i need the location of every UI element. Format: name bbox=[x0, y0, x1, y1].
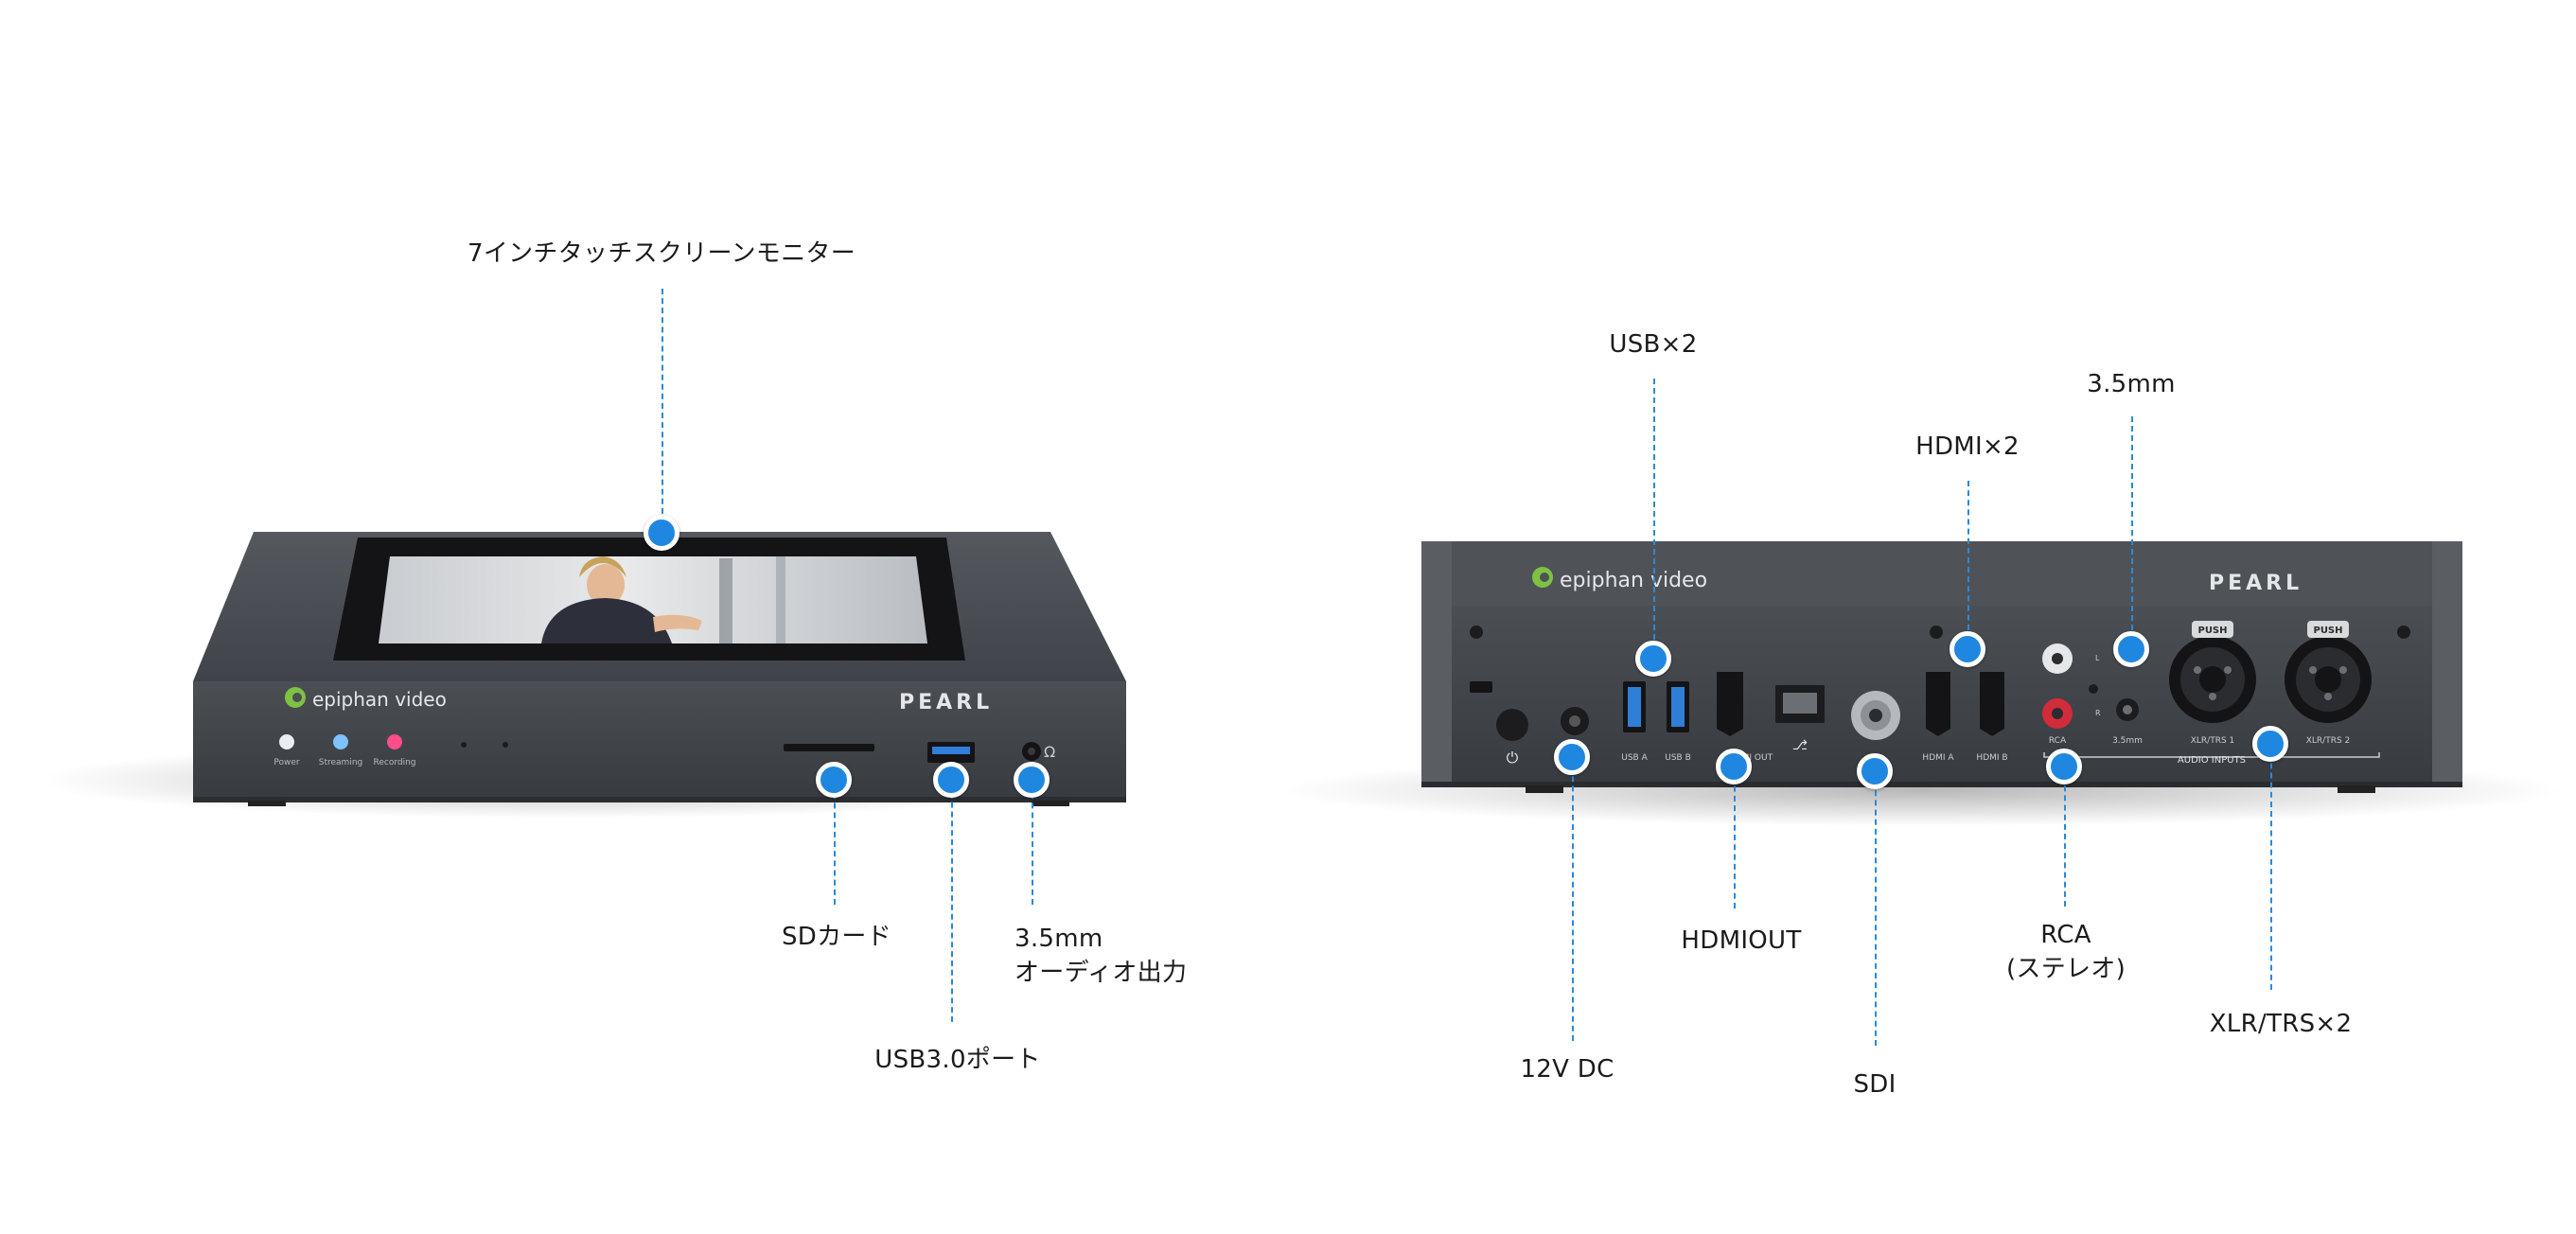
callout-dot-sdi[interactable] bbox=[1857, 753, 1893, 789]
network-icon: ⎇ bbox=[1792, 738, 1808, 753]
label-sdi: SDI bbox=[1853, 1070, 1897, 1099]
led-label-recording: Recording bbox=[373, 758, 415, 767]
callout-dot-sd-card[interactable] bbox=[816, 762, 852, 798]
hdmi-out-port bbox=[1717, 672, 1743, 736]
leader-dc bbox=[1572, 757, 1574, 1041]
led-label-streaming: Streaming bbox=[319, 758, 362, 767]
label-mm35: 3.5mm bbox=[2087, 370, 2176, 398]
usb-b-label: USB B bbox=[1665, 753, 1691, 763]
rca-label: RCA bbox=[2049, 736, 2067, 746]
label-xlr: XLR/TRS×2 bbox=[2209, 1010, 2353, 1038]
push-label-2: PUSH bbox=[2313, 626, 2342, 636]
callout-dot-hdmi[interactable] bbox=[1950, 631, 1985, 667]
label-hdmi: HDMI×2 bbox=[1915, 432, 2020, 461]
callout-dot-touchscreen[interactable] bbox=[644, 515, 679, 551]
label-rca: RCA (ステレオ) bbox=[2005, 921, 2126, 983]
callout-dot-audio-out[interactable] bbox=[1014, 762, 1050, 798]
label-sd-card: SDカード bbox=[781, 923, 892, 951]
touchscreen-monitor bbox=[333, 538, 965, 661]
label-audio-out: 3.5mm オーディオ出力 bbox=[1015, 925, 1188, 987]
hdmi-a-label: HDMI A bbox=[1922, 753, 1954, 763]
front-model-text: PEARL bbox=[899, 691, 993, 714]
hdmi-b-port bbox=[1980, 672, 2004, 736]
leader-touchscreen bbox=[662, 289, 663, 533]
xlr2-label: XLR/TRS 2 bbox=[2306, 736, 2351, 746]
rear-brand-text: epiphan video bbox=[1560, 569, 1707, 592]
callout-dot-dc[interactable] bbox=[1554, 739, 1590, 775]
label-touchscreen: 7インチタッチスクリーンモニター bbox=[467, 239, 856, 268]
xlr1-label: XLR/TRS 1 bbox=[2191, 736, 2235, 746]
callout-dot-usb3[interactable] bbox=[933, 762, 969, 798]
audio-inputs-label: AUDIO INPUTS bbox=[2178, 755, 2246, 766]
callout-dot-mm35[interactable] bbox=[2113, 631, 2149, 667]
led-label-power: Power bbox=[273, 758, 300, 767]
front-brand-text: epiphan video bbox=[312, 688, 447, 711]
leader-audio-out bbox=[1032, 784, 1033, 905]
front-device: epiphan video PEARL Power Streaming Reco… bbox=[38, 532, 1126, 819]
xlr-trs-2-connector bbox=[2285, 621, 2372, 723]
push-label-1: PUSH bbox=[2197, 626, 2227, 636]
leader-rca bbox=[2064, 767, 2066, 907]
r-label: R bbox=[2095, 709, 2101, 717]
callout-dot-usb[interactable] bbox=[1635, 641, 1671, 677]
power-button bbox=[1496, 709, 1528, 741]
leader-sdi bbox=[1875, 771, 1877, 1046]
leader-usb3 bbox=[951, 784, 953, 1022]
leader-hdmi bbox=[1967, 481, 1969, 649]
sd-card-slot bbox=[784, 744, 874, 751]
rear-device: epiphan video PEARL ⏻ USB A USB B HDMI O… bbox=[1278, 541, 2565, 826]
leader-hdmi-out bbox=[1734, 767, 1736, 908]
leader-mm35 bbox=[2131, 416, 2133, 649]
usb-a-label: USB A bbox=[1621, 753, 1648, 763]
leader-xlr bbox=[2270, 744, 2272, 990]
hdmi-a-port bbox=[1926, 672, 1950, 736]
power-icon: ⏻ bbox=[1507, 749, 1519, 767]
power-led-icon bbox=[279, 734, 294, 749]
callout-dot-rca[interactable] bbox=[2046, 749, 2082, 784]
callout-dot-xlr[interactable] bbox=[2252, 726, 2288, 762]
leader-usb bbox=[1653, 379, 1655, 659]
rear-model-text: PEARL bbox=[2209, 572, 2303, 595]
hdmi-b-label: HDMI B bbox=[1976, 753, 2007, 763]
callout-dot-hdmi-out[interactable] bbox=[1716, 749, 1752, 784]
leader-sd-card bbox=[834, 784, 836, 905]
xlr-trs-1-connector bbox=[2169, 621, 2256, 723]
label-usb: USB×2 bbox=[1609, 330, 1698, 359]
recording-led-icon bbox=[387, 734, 402, 749]
label-hdmi-out: HDMIOUT bbox=[1681, 926, 1802, 955]
label-dc: 12V DC bbox=[1520, 1055, 1614, 1084]
l-label: L bbox=[2095, 654, 2100, 662]
hdmi-out-label: HDMI OUT bbox=[1729, 753, 1773, 763]
headphones-icon: Ω bbox=[1044, 743, 1055, 761]
label-usb3: USB3.0ポート bbox=[874, 1046, 1041, 1074]
streaming-led-icon bbox=[333, 734, 348, 749]
mm35-port-label: 3.5mm bbox=[2112, 736, 2143, 746]
